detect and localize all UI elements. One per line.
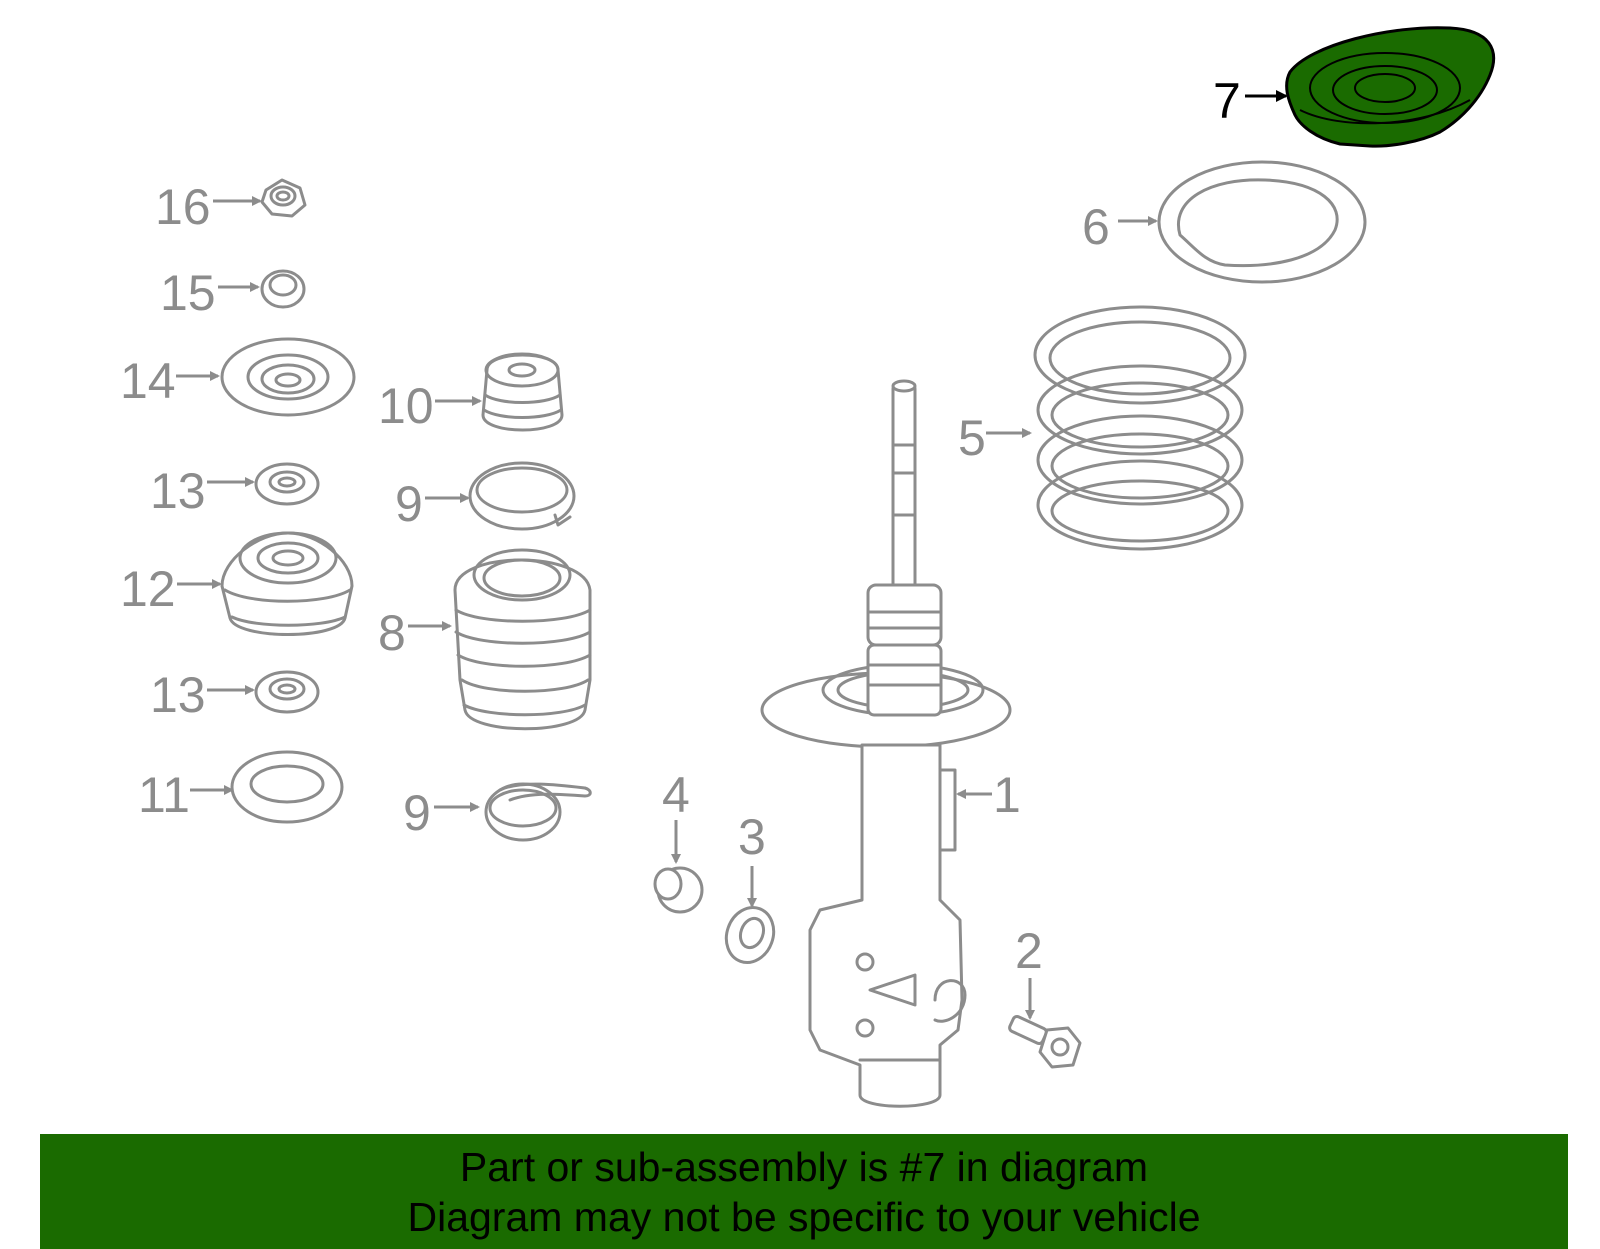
info-banner: Part or sub-assembly is #7 in diagram Di… — [40, 1134, 1568, 1249]
callout-13-upper: 13 — [150, 463, 206, 519]
callout-10: 10 — [378, 378, 434, 434]
callout-14: 14 — [120, 353, 176, 409]
part-11-lower-insulator[interactable] — [230, 750, 344, 824]
callout-9-upper: 9 — [395, 476, 423, 532]
part-12-strut-mount[interactable] — [220, 531, 354, 636]
callout-16: 16 — [155, 179, 211, 235]
part-9-clamp-upper[interactable] — [468, 461, 576, 531]
callout-6: 6 — [1082, 199, 1110, 255]
callout-15: 15 — [160, 265, 216, 321]
callout-11: 11 — [138, 767, 190, 823]
callout-1: 1 — [993, 767, 1021, 823]
callout-5: 5 — [958, 410, 986, 466]
banner-line-2: Diagram may not be specific to your vehi… — [407, 1194, 1201, 1240]
part-2-bolt[interactable] — [1008, 1014, 1082, 1069]
part-13-washer-upper[interactable] — [254, 462, 320, 506]
callout-13-lower: 13 — [150, 667, 206, 723]
part-16-hex-nut[interactable] — [260, 178, 307, 218]
part-9-clamp-lower[interactable] — [484, 782, 592, 842]
callout-4: 4 — [662, 767, 690, 823]
part-6-spring-insulator[interactable] — [1157, 160, 1367, 284]
callout-9-lower: 9 — [403, 785, 431, 841]
part-8-dust-boot[interactable] — [453, 548, 592, 731]
callout-7: 7 — [1213, 73, 1241, 129]
callout-3: 3 — [738, 809, 766, 865]
callout-12: 12 — [120, 561, 176, 617]
part-14-mount-plate[interactable] — [220, 337, 356, 417]
part-15-washer[interactable] — [260, 269, 306, 309]
callout-8: 8 — [378, 605, 406, 661]
part-3-washer[interactable] — [719, 901, 781, 969]
part-5-coil-spring[interactable] — [1033, 305, 1247, 551]
callout-2: 2 — [1015, 923, 1043, 979]
part-7-upper-spring-mount[interactable] — [1285, 26, 1496, 148]
part-1-strut-assembly[interactable] — [760, 379, 1012, 1108]
banner-line-1: Part or sub-assembly is #7 in diagram — [459, 1144, 1149, 1190]
part-4-nut[interactable] — [653, 866, 704, 914]
part-10-bump-stop[interactable] — [481, 352, 564, 432]
part-13-washer-lower[interactable] — [254, 670, 320, 714]
